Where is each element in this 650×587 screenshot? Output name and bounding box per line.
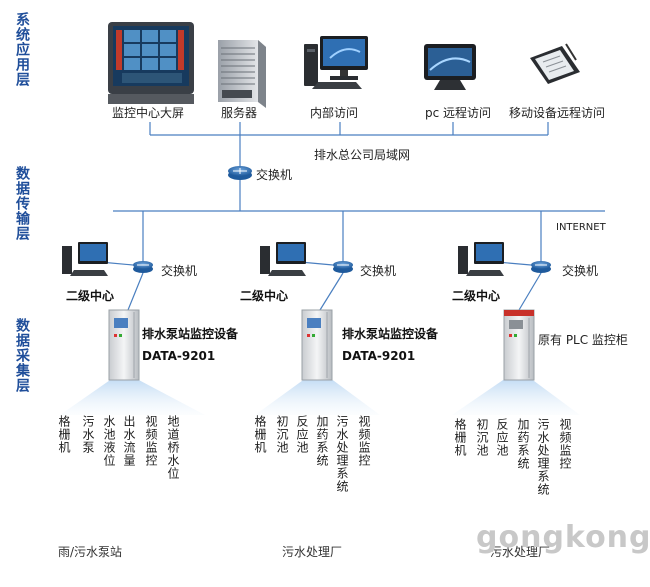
pc-remote-icon: [424, 44, 476, 90]
center-label: 二级中心: [452, 289, 501, 303]
cabinet-title: 排水泵站监控设备: [342, 327, 439, 341]
site-switch-icon: [531, 261, 551, 273]
wall-screen-icon: [108, 22, 194, 104]
wall-screen-label: 监控中心大屏: [112, 106, 185, 120]
mobile-remote-label: 移动设备远程访问: [509, 106, 606, 120]
internal-access-label: 内部访问: [310, 106, 359, 120]
site-switch-label: 交换机: [161, 264, 198, 278]
cabinet-title: 排水泵站监控设备: [142, 327, 239, 341]
center-pc-icon: [260, 242, 306, 276]
monitor-item: 出水流量: [122, 415, 136, 467]
plc-cabinet-label: 原有 PLC 监控柜: [538, 333, 628, 347]
monitor-item: 视频监控: [357, 415, 371, 467]
lan-label: 排水总公司局域网: [314, 148, 411, 162]
server-label: 服务器: [221, 106, 258, 120]
cabinet-model: DATA-9201: [142, 349, 216, 363]
center-label: 二级中心: [240, 289, 289, 303]
server-icon: [218, 40, 266, 108]
monitor-item: 视频监控: [144, 415, 158, 467]
site-switch-label: 交换机: [562, 264, 599, 278]
backbone-bus: [113, 210, 605, 265]
cabinet-icon: [301, 309, 333, 381]
site-name: 雨/污水泵站: [58, 545, 123, 559]
monitor-item: 污水处理系统: [536, 418, 550, 496]
monitor-item: 加药系统: [315, 415, 329, 467]
center-pc-icon: [458, 242, 504, 276]
monitor-item: 水池液位: [102, 415, 116, 467]
center-pc-icon: [62, 242, 108, 276]
monitor-item: 格栅机: [57, 415, 71, 454]
monitor-item: 格栅机: [253, 415, 267, 454]
layer-label-transport: 数据传输层: [14, 166, 30, 241]
monitor-item: 地道桥水位: [166, 415, 180, 480]
monitor-item: 污水泵: [81, 415, 95, 454]
monitor-item: 初沉池: [475, 418, 489, 457]
monitor-item: 加药系统: [516, 418, 530, 470]
main-switch-icon: [228, 166, 252, 180]
center-label: 二级中心: [66, 289, 115, 303]
internet-label: INTERNET: [556, 222, 606, 233]
main-switch-label: 交换机: [256, 168, 293, 182]
site-switch-icon: [333, 261, 353, 273]
cabinet-model: DATA-9201: [342, 349, 416, 363]
monitor-item: 格栅机: [453, 418, 467, 457]
internal-pc-icon: [304, 36, 368, 89]
site-switch-icon: [133, 261, 153, 273]
lan-bus: [149, 122, 549, 211]
monitor-item: 反应池: [295, 415, 309, 454]
plc-cabinet-icon: [503, 309, 535, 381]
cabinet-icon: [108, 309, 140, 381]
signal-beams: [60, 378, 580, 415]
site-name: 污水处理厂: [282, 545, 343, 559]
monitor-item: 视频监控: [558, 418, 572, 470]
mobile-device-icon: [530, 43, 580, 84]
site-switch-label: 交换机: [360, 264, 397, 278]
monitor-item: 初沉池: [275, 415, 289, 454]
monitor-item: 反应池: [495, 418, 509, 457]
layer-label-collection: 数据采集层: [14, 318, 30, 393]
monitor-item: 污水处理系统: [335, 415, 349, 493]
site-name: 污水处理厂: [490, 545, 551, 559]
watermark: gongkong: [476, 520, 650, 555]
pc-remote-label: pc 远程访问: [425, 106, 492, 120]
layer-label-application: 系统应用层: [14, 12, 30, 87]
